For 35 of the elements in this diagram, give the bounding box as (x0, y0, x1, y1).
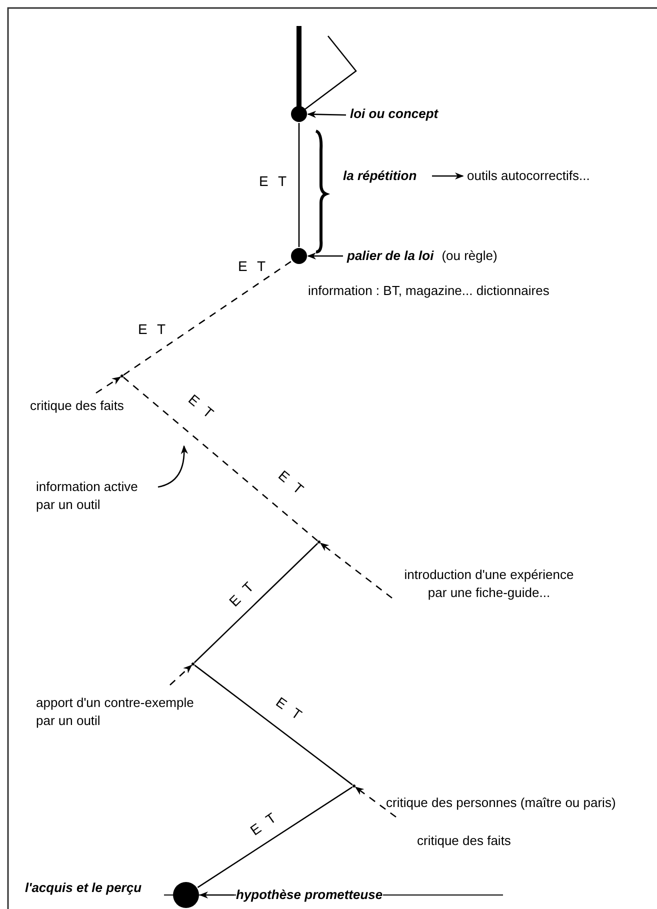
connector-line (123, 376, 318, 542)
connector-line (197, 786, 353, 888)
stage-dot (173, 882, 199, 908)
arrow (307, 110, 346, 118)
annotation-text: loi ou concept (350, 105, 438, 123)
connector-line (298, 123, 300, 247)
annotation-text: information active par un outil (36, 478, 148, 514)
arrow (432, 172, 464, 180)
annotation-text: outils autocorrectifs... (467, 167, 590, 185)
arrow (170, 664, 192, 686)
annotation-text: critique des faits (30, 397, 124, 415)
arrow (307, 252, 343, 260)
annotation-text: (ou règle) (442, 247, 498, 265)
arrow (320, 542, 392, 599)
note-text: information : BT, magazine... dictionnaires (308, 282, 550, 300)
annotation-text: apport d'un contre-exemple par un outil (36, 694, 216, 730)
annotation-text: la répétition (343, 167, 417, 185)
connector-line (194, 542, 318, 664)
path-corner (192, 662, 194, 666)
path-corner (352, 784, 356, 788)
annotation-text: l'acquis et le perçu (25, 879, 142, 897)
connector-line (194, 664, 353, 786)
path-corner (318, 540, 320, 544)
connector-line (123, 260, 292, 376)
annotation-text: palier de la loi (347, 247, 434, 265)
annotation-text: critique des personnes (maître ou paris) (386, 794, 616, 812)
path-corner (120, 374, 124, 378)
note-text: critique des faits (417, 832, 511, 850)
stage-dot (291, 106, 307, 122)
arrow (199, 891, 234, 899)
annotation-text: introduction d'une expérience par une fiche-guide... (395, 566, 583, 602)
arrow (158, 445, 188, 488)
arrow (354, 786, 396, 818)
arrow (96, 376, 122, 394)
stage-dot (291, 248, 307, 264)
